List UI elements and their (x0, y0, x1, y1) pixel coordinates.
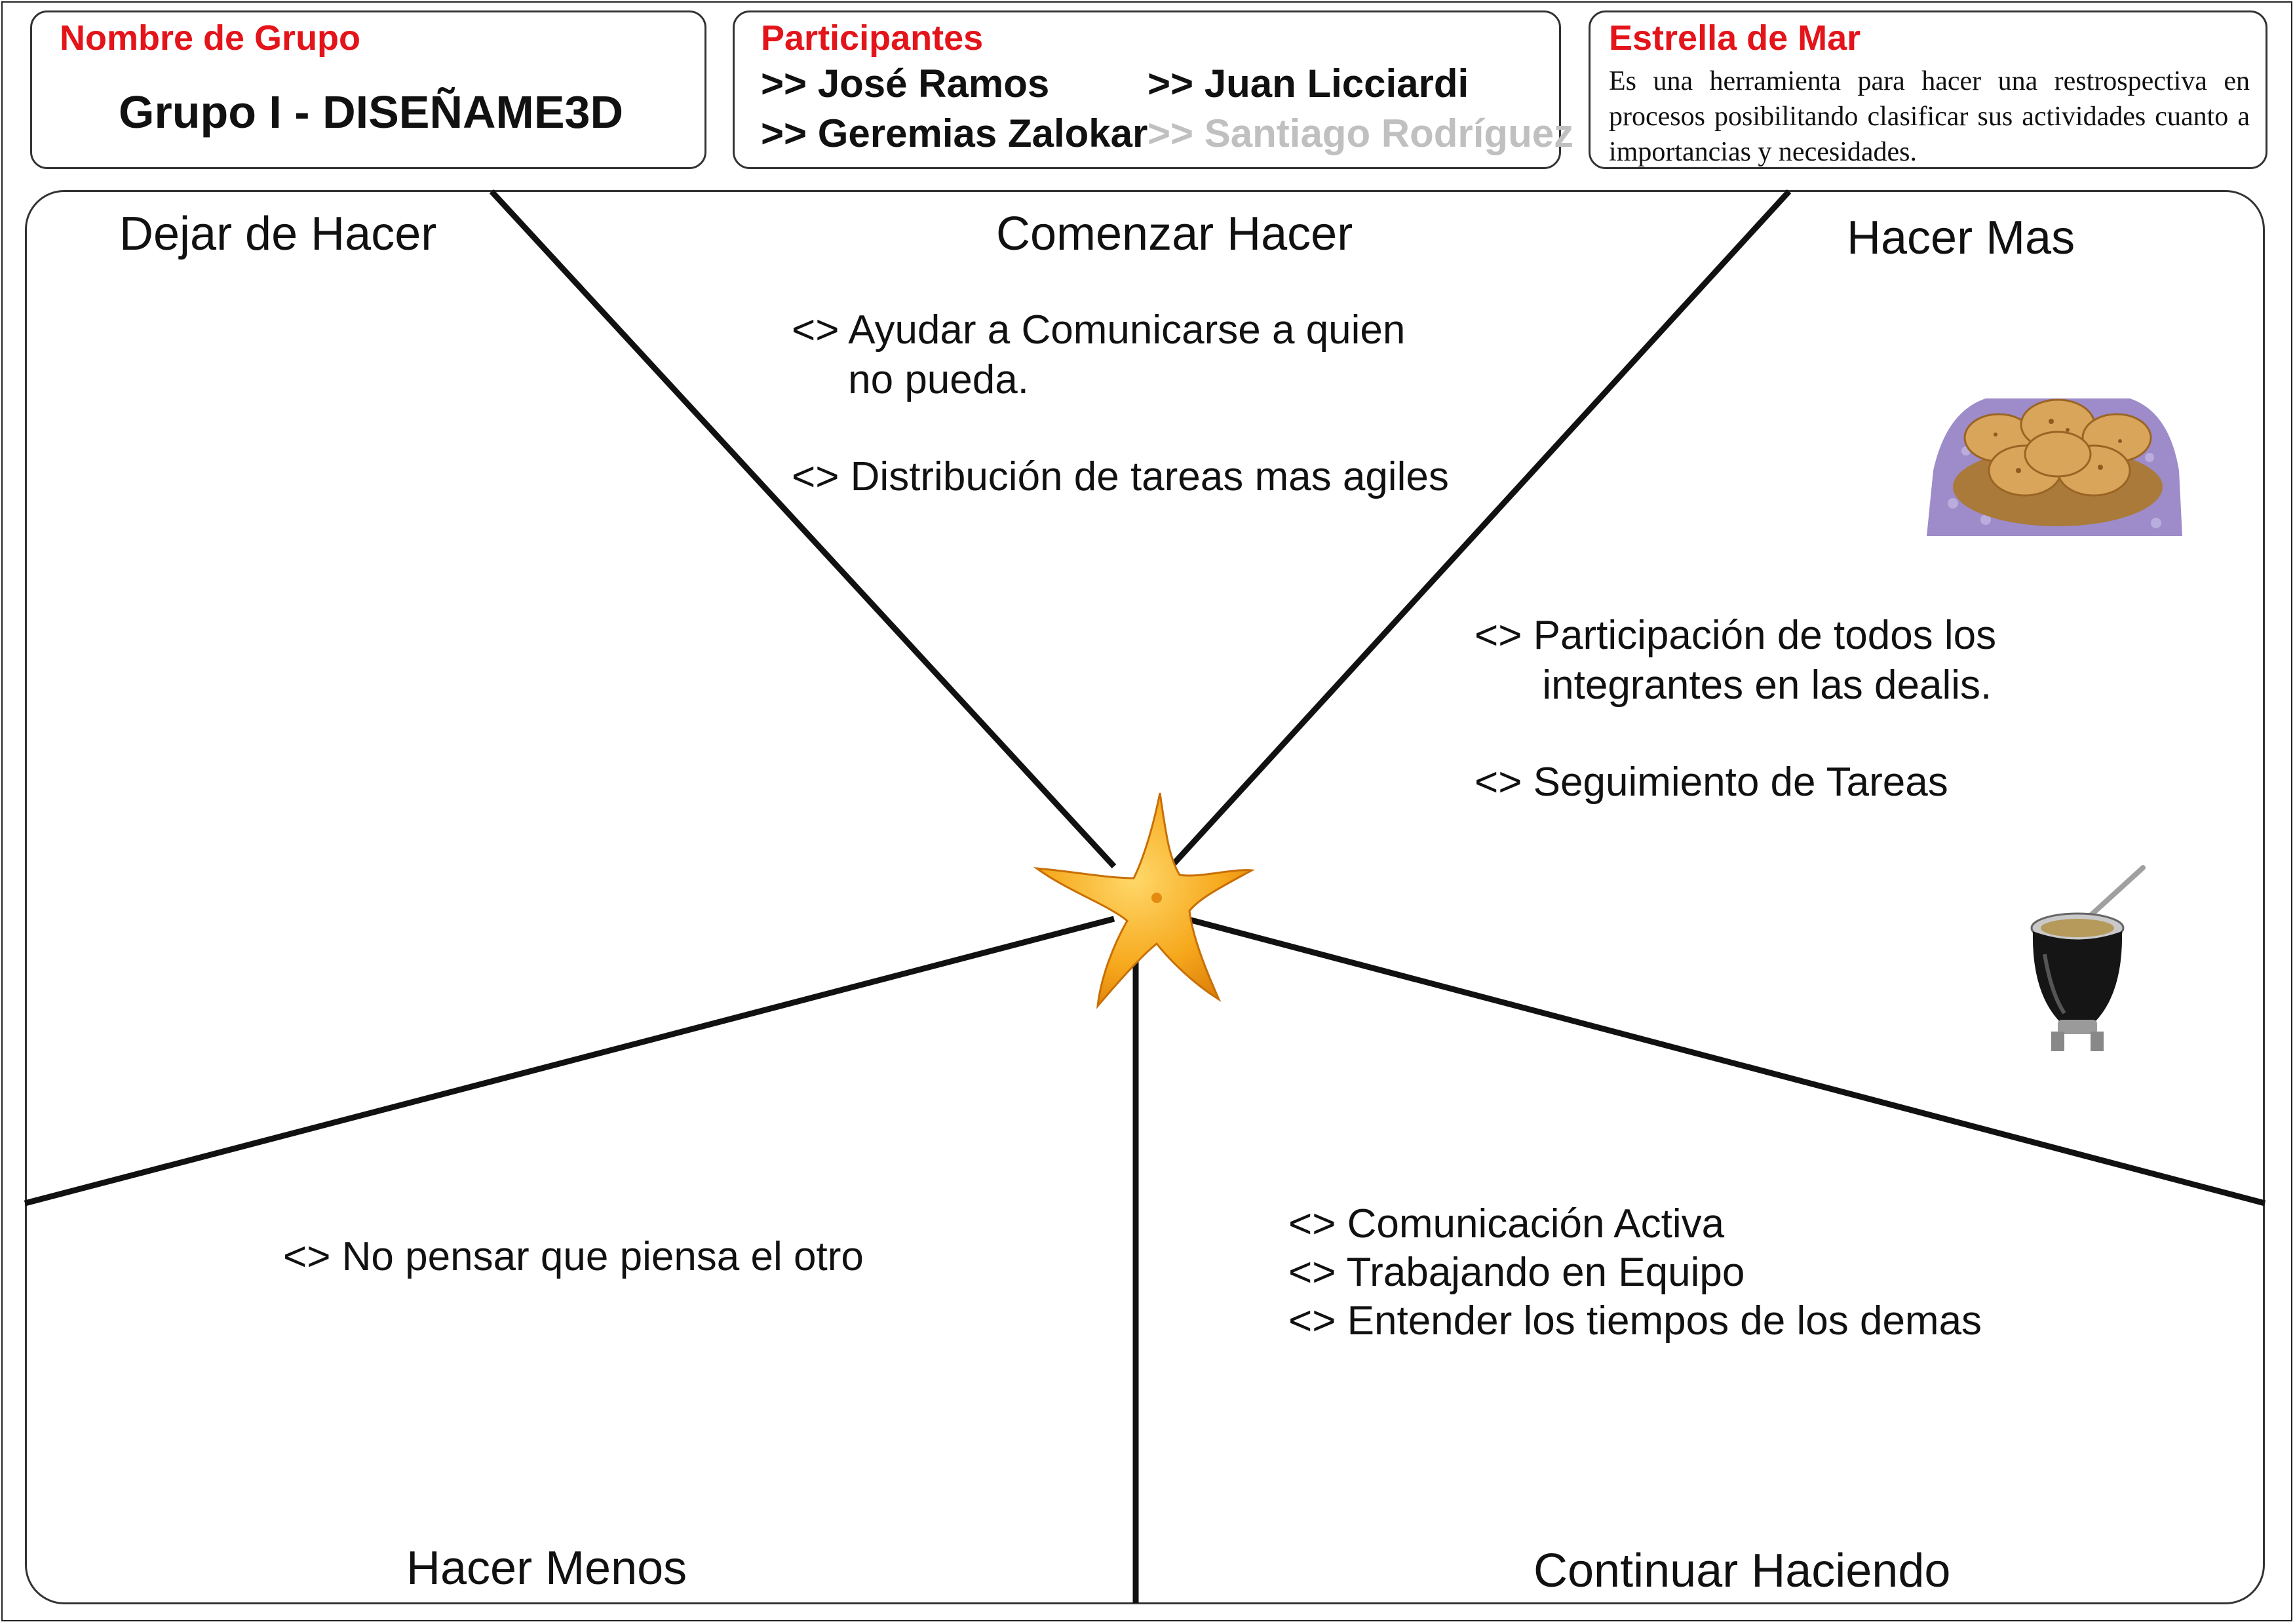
participant-juan-licciardi: >> Juan Licciardi (1148, 62, 1469, 106)
comenzar-item: <> Ayudar a Comunicarse a quien no pueda… (792, 307, 1406, 402)
bread-basket-image (1927, 372, 2184, 536)
group-name: Grupo I - DISEÑAME3D (119, 87, 624, 138)
divider-line-top-left (489, 189, 1117, 869)
continuar-item: <> Comunicación Activa (1288, 1201, 1725, 1247)
participants-heading: Participantes (761, 18, 984, 58)
hacer-mas-item: <> Participación de todos los integrante… (1475, 613, 1997, 708)
group-name-heading: Nombre de Grupo (60, 18, 361, 58)
divider-line-right (1185, 916, 2266, 1207)
group-name-box: Nombre de Grupo Grupo I - DISEÑAME3D (30, 10, 706, 169)
section-title-dejar-de-hacer: Dejar de Hacer (119, 208, 437, 260)
mate-cup-image (2030, 865, 2146, 1051)
continuar-item: <> Entender los tiempos de los demas (1288, 1298, 1982, 1344)
starfish-description-text: Es una herramienta para hacer una restro… (1609, 66, 2250, 167)
section-title-continuar-haciendo: Continuar Haciendo (1533, 1545, 1951, 1597)
participant-jose-ramos: >> José Ramos (761, 62, 1050, 106)
section-title-hacer-mas: Hacer Mas (1847, 212, 2075, 264)
starfish-image (1033, 792, 1255, 1009)
divider-line-left (24, 916, 1115, 1207)
starfish-description-heading: Estrella de Mar (1609, 18, 1861, 58)
comenzar-item: <> Distribución de tareas mas agiles (792, 454, 1449, 499)
section-title-hacer-menos: Hacer Menos (406, 1542, 687, 1595)
participants-box: Participantes >> José Ramos >> Juan Licc… (733, 10, 1573, 169)
participant-santiago-rodriguez: >> Santiago Rodríguez (1148, 111, 1574, 155)
hacer-mas-item: <> Seguimiento de Tareas (1475, 760, 1948, 805)
continuar-item: <> Trabajando en Equipo (1288, 1250, 1745, 1295)
hacer-menos-item: <> No pensar que piensa el otro (283, 1234, 864, 1279)
divider-line-top-right (1164, 189, 1792, 874)
section-title-comenzar-hacer: Comenzar Hacer (996, 208, 1353, 260)
starfish-board (25, 190, 2265, 1604)
participant-geremias-zalokar: >> Geremias Zalokar (761, 111, 1148, 155)
starfish-description-box: Estrella de Mar Es una herramienta para … (1589, 10, 2267, 169)
